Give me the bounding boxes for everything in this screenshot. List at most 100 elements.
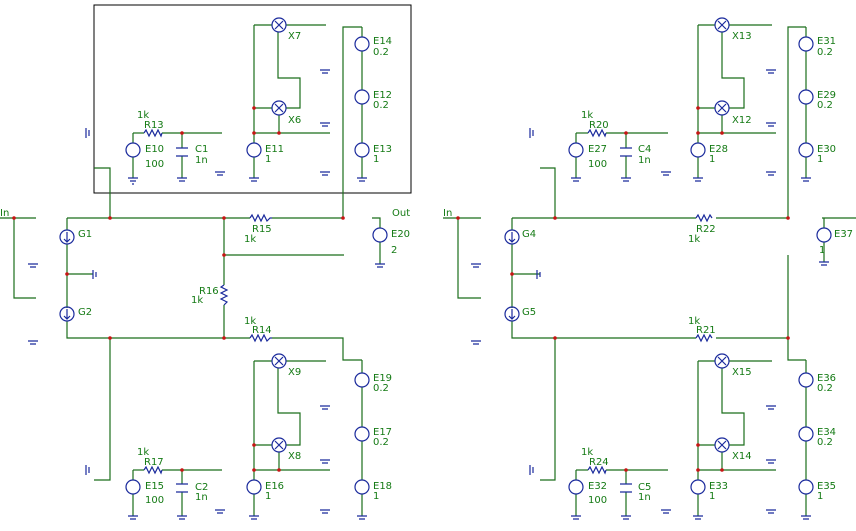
- source-e15[interactable]: [125, 479, 141, 495]
- label-e34: E34: [817, 427, 836, 438]
- source-e17[interactable]: [354, 426, 370, 442]
- capacitor-c1[interactable]: [176, 147, 188, 157]
- label-r16-value: 1k: [191, 295, 203, 306]
- source-e16[interactable]: [246, 479, 262, 495]
- label-e11-value: 1: [265, 154, 271, 165]
- label-r13: R13: [144, 120, 164, 131]
- source-e31[interactable]: [798, 36, 814, 52]
- label-e36: E36: [817, 373, 836, 384]
- source-e32[interactable]: [568, 479, 584, 495]
- resistor-r15[interactable]: [249, 213, 272, 223]
- source-e13[interactable]: [354, 142, 370, 158]
- multiplier-x7[interactable]: [271, 17, 287, 33]
- resistor-r13[interactable]: [143, 128, 163, 138]
- source-e19[interactable]: [354, 372, 370, 388]
- label-e12-value: 0.2: [373, 100, 389, 111]
- label-x15: X15: [732, 367, 752, 378]
- source-e33[interactable]: [690, 479, 706, 495]
- label-e35-value: 1: [817, 491, 823, 502]
- label-r16: R16: [199, 286, 219, 297]
- label-r20: R20: [589, 120, 609, 131]
- source-e18[interactable]: [354, 479, 370, 495]
- label-r13-value: 1k: [137, 110, 149, 121]
- resistor-r14[interactable]: [249, 333, 272, 343]
- left-wires: [0, 24, 381, 516]
- multiplier-x14[interactable]: [714, 437, 730, 453]
- label-x6: X6: [288, 115, 301, 126]
- label-g4: G4: [522, 229, 536, 240]
- label-e27-value: 100: [588, 159, 607, 170]
- capacitor-c2[interactable]: [176, 483, 188, 493]
- label-c2: C2: [195, 482, 208, 493]
- label-in-left: In: [0, 208, 9, 219]
- multiplier-x13[interactable]: [714, 17, 730, 33]
- label-e16: E16: [265, 481, 284, 492]
- source-e11[interactable]: [246, 142, 262, 158]
- source-e30[interactable]: [798, 142, 814, 158]
- source-e12[interactable]: [354, 89, 370, 105]
- resistor-r20[interactable]: [587, 128, 607, 138]
- label-g1: G1: [78, 229, 92, 240]
- capacitor-c4[interactable]: [620, 147, 632, 157]
- label-c2-value: 1n: [195, 492, 208, 503]
- label-e11: E11: [265, 144, 284, 155]
- label-e18: E18: [373, 481, 392, 492]
- multiplier-x12[interactable]: [714, 100, 730, 116]
- label-out: Out: [392, 208, 410, 219]
- label-r17: R17: [144, 457, 164, 468]
- multiplier-x9[interactable]: [271, 353, 287, 369]
- source-e35[interactable]: [798, 479, 814, 495]
- label-e29-value: 0.2: [817, 100, 833, 111]
- label-c4: C4: [638, 144, 651, 155]
- label-c1: C1: [195, 144, 208, 155]
- label-e20-value: 2: [391, 245, 397, 256]
- capacitor-c5[interactable]: [620, 483, 632, 493]
- label-e13-value: 1: [373, 154, 379, 165]
- source-e36[interactable]: [798, 372, 814, 388]
- label-e17-value: 0.2: [373, 437, 389, 448]
- label-e29: E29: [817, 90, 836, 101]
- label-r21-value: 1k: [688, 316, 700, 327]
- label-e13: E13: [373, 144, 392, 155]
- label-c4-value: 1n: [638, 155, 651, 166]
- multiplier-x15[interactable]: [714, 353, 730, 369]
- label-e35: E35: [817, 481, 836, 492]
- selection-box: [93, 4, 412, 194]
- source-g4[interactable]: [504, 229, 520, 245]
- resistor-r22[interactable]: [695, 213, 713, 223]
- source-g1[interactable]: [59, 229, 75, 245]
- resistor-r24[interactable]: [587, 465, 607, 475]
- source-e20[interactable]: [372, 227, 388, 243]
- source-g5[interactable]: [504, 306, 520, 322]
- source-e34[interactable]: [798, 426, 814, 442]
- source-e28[interactable]: [690, 142, 706, 158]
- source-e27[interactable]: [568, 142, 584, 158]
- label-e20: E20: [391, 229, 410, 240]
- resistor-r21[interactable]: [695, 333, 713, 343]
- label-e32: E32: [588, 481, 607, 492]
- label-c5: C5: [638, 482, 651, 493]
- label-e30: E30: [817, 144, 836, 155]
- label-e18-value: 1: [373, 491, 379, 502]
- resistor-r17[interactable]: [143, 465, 163, 475]
- multiplier-x8[interactable]: [271, 437, 287, 453]
- label-e10: E10: [145, 144, 164, 155]
- source-g2[interactable]: [59, 306, 75, 322]
- label-c1-value: 1n: [195, 155, 208, 166]
- resistor-r16[interactable]: [219, 284, 229, 306]
- source-e37[interactable]: [816, 227, 832, 243]
- label-g5: G5: [522, 307, 536, 318]
- source-e29[interactable]: [798, 89, 814, 105]
- label-e36-value: 0.2: [817, 383, 833, 394]
- label-e30-value: 1: [817, 154, 823, 165]
- source-e10[interactable]: [125, 142, 141, 158]
- label-x14: X14: [732, 451, 752, 462]
- label-e15: E15: [145, 481, 164, 492]
- label-x12: X12: [732, 115, 752, 126]
- label-e14: E14: [373, 36, 392, 47]
- multiplier-x6[interactable]: [271, 100, 287, 116]
- label-e37-value: 1: [819, 245, 825, 256]
- source-e14[interactable]: [354, 36, 370, 52]
- label-e28: E28: [709, 144, 728, 155]
